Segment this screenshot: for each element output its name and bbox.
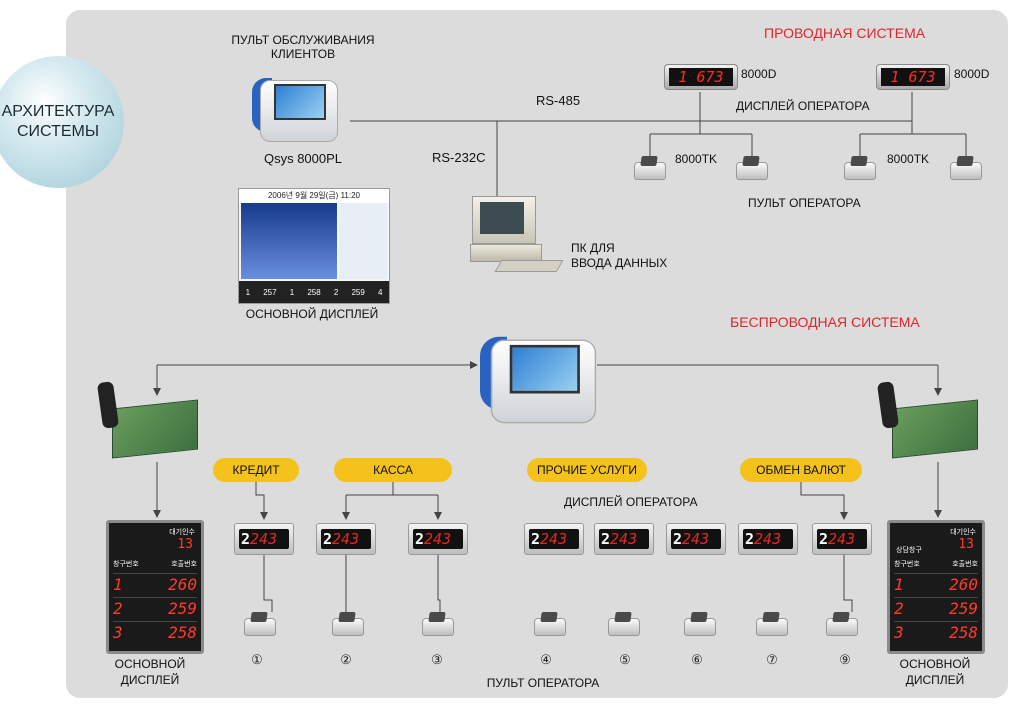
desk-number-2: ② xyxy=(340,652,352,667)
counter-display-6: 2243 xyxy=(666,523,726,555)
wireless-kiosk xyxy=(480,326,597,429)
keypad-1 xyxy=(634,156,666,180)
operator-display-2: 1 673 xyxy=(876,64,950,90)
screen-footer: 1 257 1 258 2 259 4 xyxy=(239,281,389,303)
group-pill-exchange: ОБМЕН ВАЛЮТ xyxy=(740,458,862,482)
keypad-2 xyxy=(736,156,768,180)
counter-display-2: 2243 xyxy=(316,523,376,555)
operator-panel-label-bottom: ПУЛЬТ ОПЕРАТОРА xyxy=(486,676,600,690)
kiosk-label: ПУЛЬТ ОБСЛУЖИВАНИЯ КЛИЕНТОВ xyxy=(231,33,375,61)
keypad-3 xyxy=(844,156,876,180)
main-display-label-top: ОСНОВНОЙ ДИСПЛЕЙ xyxy=(245,307,379,321)
operator-display-1-model: 8000D xyxy=(741,67,777,81)
rs232c-label: RS-232C xyxy=(432,150,486,165)
operator-display-2-model: 8000D xyxy=(954,67,990,81)
desk-keypad-2 xyxy=(332,612,364,636)
counter-display-5: 2243 xyxy=(594,523,654,555)
counter-display-4: 2243 xyxy=(524,523,584,555)
title-badge: АРХИТЕКТУРА СИСТЕМЫ xyxy=(0,56,124,188)
radio-module-right xyxy=(876,381,978,459)
wireless-system-heading: БЕСПРОВОДНАЯ СИСТЕМА xyxy=(730,314,920,330)
desk-keypad-3 xyxy=(422,612,454,636)
screen-date: 2006년 9월 29일(금) 11:20 xyxy=(239,189,389,203)
group-pill-credit: КРЕДИТ xyxy=(213,458,299,482)
desk-number-6: ⑥ xyxy=(691,652,703,667)
main-display-screen: 2006년 9월 29일(금) 11:20 1 257 1 258 2 259 … xyxy=(238,188,390,304)
operator-panel-label-top: ПУЛЬТ ОПЕРАТОРА xyxy=(748,196,861,210)
main-display-label-left: ОСНОВНОЙ ДИСПЛЕЙ xyxy=(114,657,186,687)
desk-keypad-7 xyxy=(756,612,788,636)
operator-display-label-bottom: ДИСПЛЕЙ ОПЕРАТОРА xyxy=(564,495,698,509)
operator-display-1: 1 673 xyxy=(664,64,738,90)
counter-display-7: 2243 xyxy=(738,523,798,555)
desk-number-3: ③ xyxy=(431,652,443,667)
wired-system-heading: ПРОВОДНАЯ СИСТЕМА xyxy=(764,25,926,41)
keypad-model-1: 8000TK xyxy=(675,152,718,166)
desk-number-1: ① xyxy=(251,652,263,667)
screen-video xyxy=(241,203,337,279)
keypad-4 xyxy=(950,156,982,180)
kiosk-device xyxy=(252,70,338,146)
group-pill-cash: КАССА xyxy=(334,458,452,482)
desk-number-8: ⑨ xyxy=(839,652,851,667)
radio-module-left xyxy=(96,381,198,459)
desk-keypad-5 xyxy=(608,612,640,636)
desk-keypad-8 xyxy=(826,612,858,636)
keypad-model-2: 8000TK xyxy=(887,152,930,166)
counter-display-8: 2243 xyxy=(812,523,872,555)
rs485-label: RS-485 xyxy=(536,93,581,108)
title-text: АРХИТЕКТУРА СИСТЕМЫ xyxy=(1,103,115,140)
counter-display-1: 2243 xyxy=(234,523,294,555)
desk-keypad-4 xyxy=(534,612,566,636)
pc-label: ПК ДЛЯ ВВОДА ДАННЫХ xyxy=(571,241,668,270)
desk-number-4: ④ xyxy=(540,652,552,667)
desk-number-5: ⑤ xyxy=(619,652,631,667)
screen-side-panel xyxy=(339,203,387,279)
arrow-head xyxy=(470,361,478,369)
operator-display-label: ДИСПЛЕЙ ОПЕРАТОРА xyxy=(736,99,870,113)
kiosk-model: Qsys 8000PL xyxy=(263,151,343,166)
desk-keypad-6 xyxy=(684,612,716,636)
main-display-label-right: ОСНОВНОЙ ДИСПЛЕЙ xyxy=(899,657,971,687)
desk-number-7: ⑦ xyxy=(766,652,778,667)
counter-display-3: 2243 xyxy=(408,523,468,555)
desk-keypad-1 xyxy=(244,612,276,636)
group-pill-other: ПРОЧИЕ УСЛУГИ xyxy=(527,458,647,482)
